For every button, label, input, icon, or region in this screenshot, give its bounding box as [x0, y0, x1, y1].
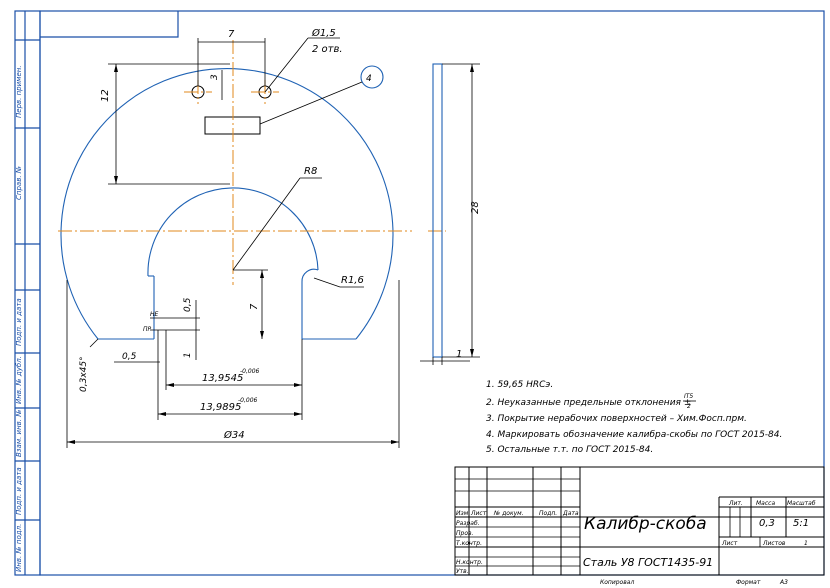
dim-height-28: 28 — [470, 201, 481, 214]
tb-row-approved: Утв. — [456, 568, 469, 575]
tb-header-sign: Подп. — [539, 510, 557, 517]
tb-sheet-label: Лист — [721, 540, 738, 547]
callout-number: 4 — [366, 74, 372, 84]
stamp-dup-inv: Инв. № дубл. — [15, 356, 23, 404]
dim-hole-offset: 3 — [210, 74, 220, 80]
dim-diameter-34: Ø34 — [223, 429, 245, 441]
tb-col-scale: Масштаб — [787, 500, 816, 507]
tb-footer-copied: Копировал — [600, 579, 634, 586]
dimensions: 7 Ø1,5 2 отв. 3 4 12 R8 R1,6 7 — [66, 27, 400, 448]
note-2: 2. Неуказанные предельные отклонения ± — [486, 398, 691, 408]
tb-row-developed: Разраб. — [456, 520, 480, 527]
note-1: 1. 59,65 HRCэ. — [486, 380, 553, 390]
tb-part-name: Калибр-скоба — [584, 514, 707, 534]
dim-depth-7: 7 — [249, 303, 260, 310]
stamp-orig-inv: Инв. № подл. — [15, 524, 23, 572]
dim-height-12: 12 — [100, 89, 111, 102]
note-2-frac-den: 2 — [687, 403, 691, 410]
label-ne: НЕ — [150, 311, 159, 318]
dim-thickness-1: 1 — [456, 349, 462, 360]
note-3: 3. Покрытие нерабочих поверхностей – Хим… — [486, 414, 747, 424]
dim-hole-spacing: 7 — [228, 29, 235, 40]
note-4: 4. Маркировать обозначение калибра-скобы… — [486, 430, 782, 440]
dim-size-ne-tol: -0,006 — [240, 368, 260, 375]
drawing-frame — [14, 10, 825, 576]
side-stamps: Перв. примен. Справ. № Подп. и дата Инв.… — [15, 65, 23, 572]
tb-header-date: Дата — [562, 510, 579, 517]
tb-scale-value: 5:1 — [793, 518, 809, 529]
dim-radius-1-6: R1,6 — [341, 275, 364, 286]
dim-0-5-v: 0,5 — [183, 297, 193, 312]
tb-material: Сталь У8 ГОСТ1435-91 — [583, 556, 713, 569]
dim-0-5-h: 0,5 — [122, 352, 137, 362]
dim-chamfer: 0,3x45° — [79, 356, 89, 392]
stamp-sign-date-1: Подп. и дата — [15, 298, 23, 346]
tb-header-list: Лист — [470, 510, 487, 517]
tb-mass-value: 0,3 — [759, 518, 775, 529]
stamp-first-use: Перв. примен. — [15, 65, 23, 118]
technical-notes: 1. 59,65 HRCэ. 2. Неуказанные предельные… — [486, 380, 782, 455]
tb-row-checked: Пров. — [456, 530, 474, 537]
gauge-profile — [60, 67, 394, 340]
label-pr: ПР — [143, 326, 152, 333]
dim-hole-diameter: Ø1,5 — [311, 27, 336, 39]
tb-footer-format: Формат — [736, 579, 761, 586]
tb-sheets-label: Листов — [762, 540, 786, 547]
note-5: 5. Остальные т.т. по ГОСТ 2015-84. — [486, 445, 653, 455]
dim-size-pr-tol: -0,006 — [238, 397, 258, 404]
tb-col-mass: Масса — [756, 500, 775, 507]
tb-sheets-value: 1 — [804, 540, 808, 547]
tb-col-lit: Лит. — [728, 500, 743, 507]
stamp-sign-date-2: Подп. и дата — [15, 467, 23, 515]
title-block: Изм. Лист № докум. Подп. Дата Разраб. Пр… — [454, 466, 825, 586]
stamp-replace-inv: Взам. инв. № — [15, 409, 23, 457]
tb-header-doc: № докум. — [493, 510, 524, 517]
tb-footer-format-value: A3 — [779, 579, 788, 586]
dim-size-ne: 13,9545 — [202, 373, 243, 384]
tb-row-ncontrol: Н.контр. — [456, 559, 483, 566]
dim-size-pr: 13,9895 — [200, 402, 241, 413]
stamp-ref-no: Справ. № — [15, 166, 23, 200]
dim-1: 1 — [183, 352, 193, 358]
tb-row-tcontrol: Т.контр. — [456, 540, 482, 547]
side-view: 28 1 — [420, 63, 481, 365]
tb-header-izm: Изм. — [456, 510, 470, 517]
note-2-frac-num: IT5 — [684, 393, 693, 400]
dim-radius-8: R8 — [304, 166, 317, 177]
dim-hole-count: 2 отв. — [312, 44, 343, 55]
